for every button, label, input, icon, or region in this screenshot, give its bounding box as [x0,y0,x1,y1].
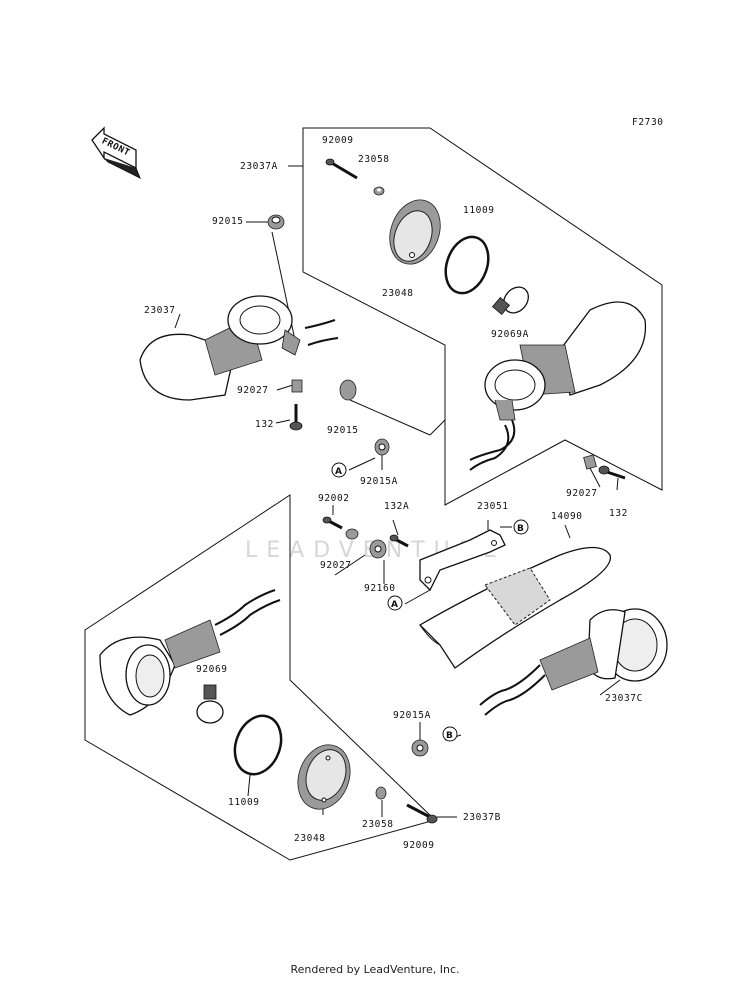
group-outline-23037A [302,127,663,506]
lens-rim-23048-low [297,744,351,810]
washer-23058-top [373,186,385,196]
oring-11009-low [233,714,283,776]
screw-92009-low [406,803,438,824]
label-92009-top: 92009 [322,135,354,146]
label-92027-left: 92027 [237,385,269,396]
bolt-132-left [289,404,303,431]
callout-b-lower: B [442,726,458,742]
footer-credit: Rendered by LeadVenture, Inc. [290,963,460,976]
label-23037A: 23037A [240,161,278,172]
label-92002: 92002 [318,493,350,504]
label-92015A-mid: 92015A [360,476,398,487]
oring-11009-top [444,235,490,295]
label-14090: 14090 [551,511,583,522]
label-23058-top: 23058 [358,154,390,165]
label-23051: 23051 [477,501,509,512]
screw-92009-top [325,158,358,180]
label-92009-low: 92009 [403,840,435,851]
grommet-92015-mid [339,379,357,401]
bulb-92069 [196,684,224,724]
label-23037B: 23037B [463,812,501,823]
svg-text:B: B [446,731,453,741]
grommet-92015A-mid [374,438,390,456]
label-92160: 92160 [364,583,396,594]
cover-14090 [418,546,612,669]
collar-92027-left [291,379,303,393]
turn-signal-left-rear [99,589,281,716]
label-23058-low: 23058 [362,819,394,830]
collar-92027-right [583,454,597,470]
label-132-left: 132 [255,419,274,430]
label-11009-low: 11009 [228,797,260,808]
part-labels: 92009 23037A 23058 11009 92015 23048 230… [144,135,643,851]
label-23037C: 23037C [605,693,643,704]
label-92069: 92069 [196,664,228,675]
grommet-92015-left [267,214,285,230]
label-132-right: 132 [609,508,628,519]
label-23048-top: 23048 [382,288,414,299]
grommet-92160 [369,539,387,559]
label-92015A-low: 92015A [393,710,431,721]
label-11009-top: 11009 [463,205,495,216]
label-23037: 23037 [144,305,176,316]
turn-signal-right-front [469,301,647,471]
label-92027-mid: 92027 [320,560,352,571]
turn-signal-right-rear [479,608,668,716]
collar-92027-mid [345,528,359,540]
lens-rim-23048-top [389,199,441,265]
svg-text:A: A [391,600,398,610]
bulb-92069A [491,286,529,316]
washer-23058-low [375,786,387,800]
callout-b-upper: B [513,519,529,535]
label-23048-low: 23048 [294,833,326,844]
turn-signal-left-front [139,295,339,401]
callout-a-upper: A [331,462,347,478]
svg-text:B: B [517,524,524,534]
label-92027-right: 92027 [566,488,598,499]
diagram-code: F2730 [632,117,664,128]
bracket-23051 [419,529,506,592]
label-132A: 132A [384,501,409,512]
grommet-92015A-low [411,739,429,757]
bolt-132A [389,534,409,548]
bolt-132-right [598,465,626,480]
bolt-92002 [322,516,343,530]
label-92015-mid: 92015 [327,425,359,436]
label-92015-left: 92015 [212,216,244,227]
label-92069A: 92069A [491,329,529,340]
front-arrow-icon: FRONT [91,126,141,180]
svg-text:A: A [335,467,342,477]
callout-a-lower: A [387,595,403,611]
